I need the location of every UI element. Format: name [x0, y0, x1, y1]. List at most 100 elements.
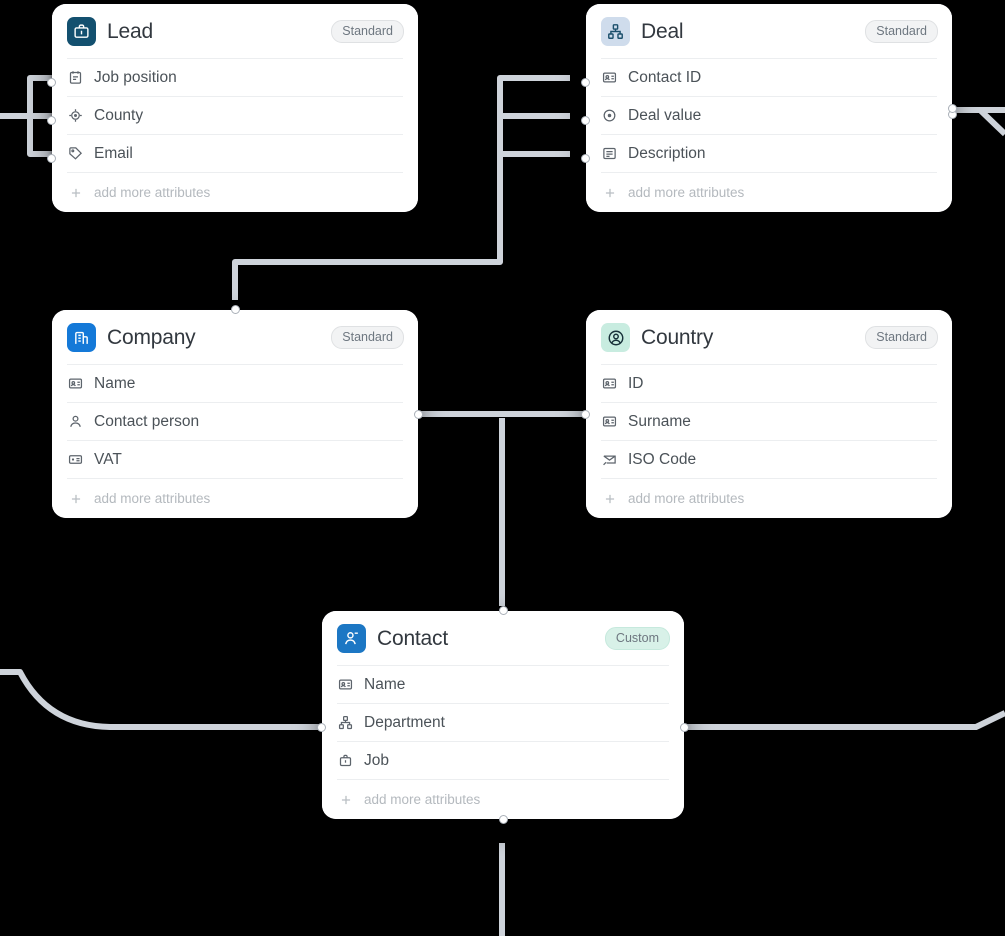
card-header: Company Standard — [52, 310, 418, 364]
connection-handle-left[interactable] — [581, 410, 590, 419]
attribute-label: Job — [364, 751, 389, 769]
attribute-label: Contact person — [94, 412, 200, 430]
org-chart-icon — [337, 714, 354, 731]
target-icon — [67, 107, 84, 124]
plus-icon — [601, 490, 618, 507]
org-chart-icon — [601, 17, 630, 46]
plus-icon — [67, 184, 84, 201]
add-attribute-label: add more attributes — [628, 185, 745, 200]
add-attribute-row[interactable]: add more attributes — [601, 478, 937, 518]
add-attribute-row[interactable]: add more attributes — [67, 478, 403, 518]
attribute-row[interactable]: ID — [601, 364, 937, 402]
status-badge: Standard — [331, 20, 404, 43]
attribute-label: ISO Code — [628, 450, 697, 468]
entity-title: Company — [107, 325, 196, 349]
connection-handle-top[interactable] — [230, 305, 240, 314]
attribute-row[interactable]: Job — [337, 741, 669, 779]
id-card-icon — [601, 375, 618, 392]
card-header: Country Standard — [586, 310, 952, 364]
card-header: Deal Standard — [586, 4, 952, 58]
entity-title: Contact — [377, 626, 448, 650]
attribute-label: Name — [364, 675, 406, 693]
connection-handle-left[interactable] — [47, 116, 56, 125]
add-attribute-row[interactable]: add more attributes — [601, 172, 937, 212]
attribute-label: Description — [628, 144, 706, 162]
status-badge: Standard — [331, 326, 404, 349]
entity-card-contact[interactable]: Contact Custom Name — [317, 606, 689, 824]
attribute-row[interactable]: Contact ID — [601, 58, 937, 96]
plus-icon — [337, 791, 354, 808]
edge-contact-to-right — [684, 710, 1005, 730]
entity-title: Country — [641, 325, 714, 349]
connection-handle-right[interactable] — [414, 410, 423, 419]
add-attribute-label: add more attributes — [628, 491, 745, 506]
attribute-row[interactable]: Contact person — [67, 402, 403, 440]
entity-card-deal[interactable]: Deal Standard Contact ID — [581, 4, 957, 212]
user-circle-icon — [601, 323, 630, 352]
add-attribute-label: add more attributes — [364, 792, 481, 807]
attribute-row[interactable]: Name — [337, 665, 669, 703]
connection-handle-left[interactable] — [581, 78, 590, 87]
attribute-row[interactable]: Job position — [67, 58, 403, 96]
attribute-list: Name Contact person — [52, 364, 418, 518]
attribute-row[interactable]: Name — [67, 364, 403, 402]
attribute-row[interactable]: VAT — [67, 440, 403, 478]
attribute-label: Job position — [94, 68, 177, 86]
tag-icon — [67, 145, 84, 162]
attribute-label: Deal value — [628, 106, 702, 124]
connection-handle-right[interactable] — [680, 723, 689, 732]
attribute-label: Contact ID — [628, 68, 702, 86]
attribute-list: Contact ID Deal value — [586, 58, 952, 212]
plus-icon — [601, 184, 618, 201]
status-badge: Standard — [865, 20, 938, 43]
add-attribute-label: add more attributes — [94, 185, 211, 200]
connection-handle-top[interactable] — [498, 606, 508, 615]
card-header: Contact Custom — [322, 611, 684, 665]
connection-handle-left[interactable] — [317, 723, 326, 732]
connection-handle-bottom[interactable] — [498, 815, 508, 824]
edge-deal-to-right — [950, 107, 1005, 137]
attribute-label: Surname — [628, 412, 691, 430]
attribute-list: ID Surname — [586, 364, 952, 518]
attribute-row[interactable]: Department — [337, 703, 669, 741]
attribute-row[interactable]: Email — [67, 134, 403, 172]
attribute-list: Name Department — [322, 665, 684, 819]
attribute-label: Department — [364, 713, 445, 731]
attribute-label: Name — [94, 374, 136, 392]
attribute-row[interactable]: ISO Code — [601, 440, 937, 478]
entity-card-company[interactable]: Company Standard Name — [52, 305, 423, 518]
id-card-icon — [337, 676, 354, 693]
attribute-row[interactable]: Surname — [601, 402, 937, 440]
entity-title: Deal — [641, 19, 684, 43]
target-dot-icon — [601, 107, 618, 124]
connection-handle-left[interactable] — [47, 154, 56, 163]
connection-handle-left[interactable] — [581, 154, 590, 163]
entity-card-country[interactable]: Country Standard ID — [581, 104, 957, 518]
user-plus-icon — [337, 624, 366, 653]
entity-card-lead[interactable]: Lead Standard Job position — [47, 4, 418, 212]
attribute-row[interactable]: County — [67, 96, 403, 134]
status-badge: Standard — [865, 326, 938, 349]
attribute-row[interactable]: Deal value — [601, 96, 937, 134]
calendar-icon — [67, 69, 84, 86]
add-attribute-row[interactable]: add more attributes — [67, 172, 403, 212]
edge-company-to-deal-description — [497, 130, 570, 157]
edge-company-to-deal-contactid — [497, 75, 570, 140]
attribute-list: Job position County — [52, 58, 418, 212]
attribute-label: Email — [94, 144, 133, 162]
entity-title: Lead — [107, 19, 153, 43]
add-attribute-row[interactable]: add more attributes — [337, 779, 669, 819]
edge-left-to-lead — [0, 75, 52, 119]
attribute-row[interactable]: Description — [601, 134, 937, 172]
envelope-icon — [601, 451, 618, 468]
connection-handle-left[interactable] — [581, 116, 590, 125]
attribute-label: County — [94, 106, 144, 124]
attribute-label: VAT — [94, 450, 122, 468]
connection-handle-right[interactable] — [948, 104, 957, 113]
briefcase-icon — [67, 17, 96, 46]
status-badge: Custom — [604, 627, 670, 650]
briefcase-outline-icon — [337, 752, 354, 769]
connection-handle-left[interactable] — [47, 78, 56, 87]
building-icon — [67, 323, 96, 352]
